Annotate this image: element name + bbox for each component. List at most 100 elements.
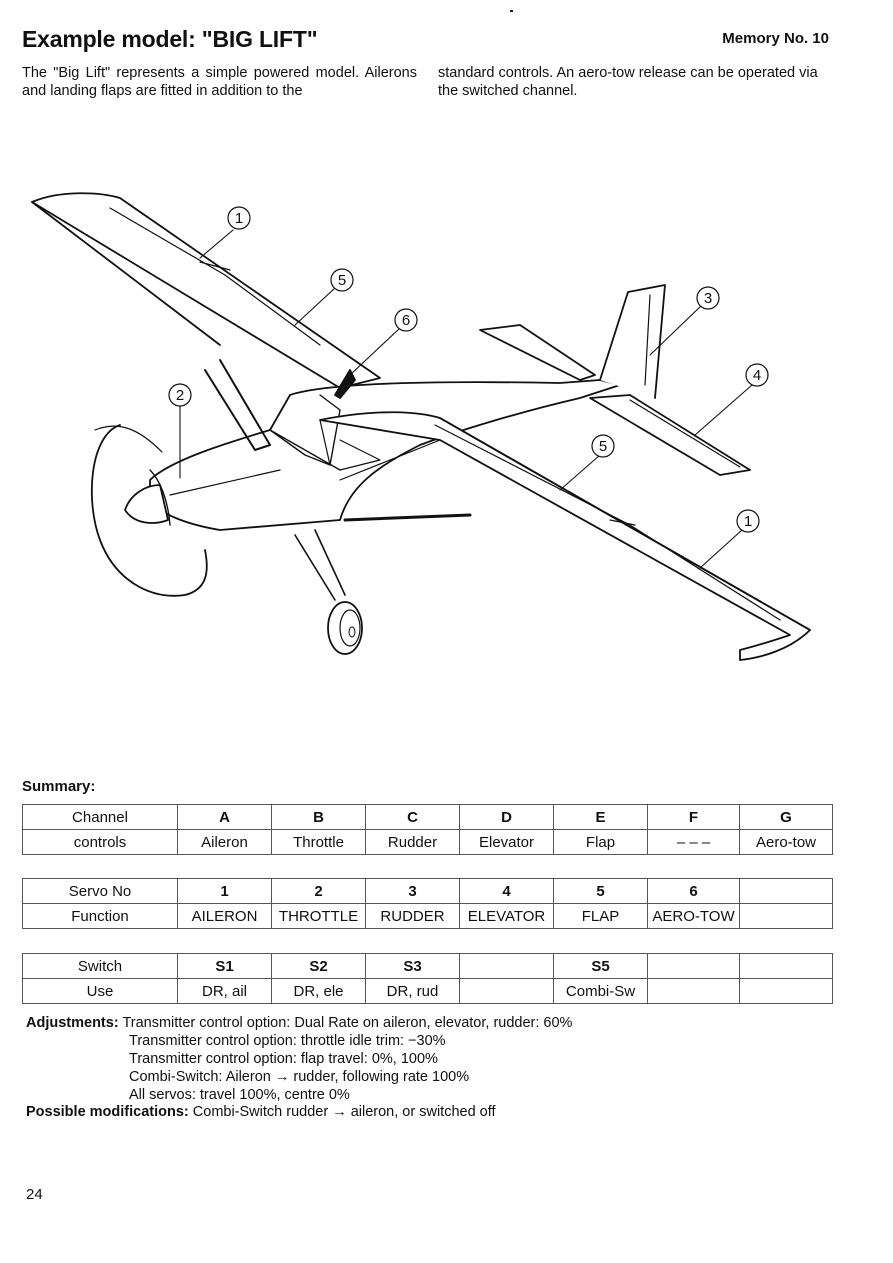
table-cell: Throttle	[271, 829, 366, 855]
table-cell: FLAP	[553, 903, 648, 929]
table-cell: 1	[177, 878, 272, 904]
summary-heading: Summary:	[22, 778, 96, 795]
table-cell: G	[739, 804, 833, 830]
scan-speck	[510, 10, 513, 12]
table-cell: Flap	[553, 829, 648, 855]
callout-circle	[696, 286, 720, 310]
channel-table: Channel A B C D E F G controls Aileron T…	[22, 804, 833, 855]
callout-circle	[330, 268, 354, 292]
table-cell: S3	[365, 953, 460, 979]
adjustment-line: All servos: travel 100%, centre 0%	[129, 1087, 350, 1103]
table-cell: 6	[647, 878, 740, 904]
callout-number: 2	[176, 387, 184, 404]
modifications-text: Combi-Switch rudder → aileron, or switch…	[192, 1104, 496, 1120]
table-cell: 4	[459, 878, 554, 904]
table-cell: DR, ail	[177, 978, 272, 1004]
table-cell: AERO-TOW	[647, 903, 740, 929]
callout-circle	[736, 509, 760, 533]
table-row: Use DR, ail DR, ele DR, rud Combi-Sw	[22, 978, 833, 1004]
table-cell: – – –	[647, 829, 740, 855]
table-cell: E	[553, 804, 648, 830]
table-cell	[647, 953, 740, 979]
table-cell: Combi-Sw	[553, 978, 648, 1004]
propeller	[90, 424, 208, 597]
intro-text-left: The "Big Lift" represents a simple power…	[22, 65, 417, 99]
page-title: Example model: "BIG LIFT"	[22, 26, 318, 52]
page-number: 24	[26, 1186, 43, 1203]
servo-table: Servo No 1 2 3 4 5 6 Function AILERON TH…	[22, 878, 833, 929]
table-cell: D	[459, 804, 554, 830]
wheel	[327, 601, 363, 655]
table-cell: Switch	[22, 953, 178, 979]
adjustment-line: Combi-Switch: Aileron → rudder, followin…	[129, 1069, 470, 1085]
vertical-stabilizer	[599, 284, 666, 399]
table-cell: Channel	[22, 804, 178, 830]
table-row: controls Aileron Throttle Rudder Elevato…	[22, 829, 833, 855]
table-cell	[459, 978, 554, 1004]
horizontal-stabilizer-right	[589, 394, 751, 476]
table-cell: Aileron	[177, 829, 272, 855]
table-cell: A	[177, 804, 272, 830]
table-cell: AILERON	[177, 903, 272, 929]
table-cell	[739, 878, 833, 904]
modifications-label: Possible modifications:	[26, 1104, 189, 1120]
adjustment-line: Transmitter control option: Dual Rate on…	[122, 1015, 573, 1031]
table-cell: DR, ele	[271, 978, 366, 1004]
table-cell: Rudder	[365, 829, 460, 855]
modifications-block: Possible modifications: Combi-Switch rud…	[26, 1104, 496, 1120]
callout-number: 1	[744, 513, 752, 530]
table-cell: Function	[22, 903, 178, 929]
table-cell: S1	[177, 953, 272, 979]
memory-number: Memory No. 10	[722, 30, 829, 47]
callout-number: 4	[753, 367, 761, 384]
table-cell: controls	[22, 829, 178, 855]
callout-number: 5	[338, 272, 346, 289]
table-cell: 3	[365, 878, 460, 904]
right-wing	[319, 411, 811, 661]
table-row: Function AILERON THROTTLE RUDDER ELEVATO…	[22, 903, 833, 929]
horizontal-stabilizer-left	[479, 324, 596, 381]
adjustment-line: Transmitter control option: flap travel:…	[129, 1051, 438, 1067]
table-cell: THROTTLE	[271, 903, 366, 929]
adjustments-label: Adjustments:	[26, 1015, 119, 1031]
table-cell: ELEVATOR	[459, 903, 554, 929]
table-cell: Aero-tow	[739, 829, 833, 855]
table-cell: RUDDER	[365, 903, 460, 929]
callout-number: 1	[235, 210, 243, 227]
callout-circle	[394, 308, 418, 332]
table-row: Servo No 1 2 3 4 5 6	[22, 878, 833, 904]
aero-tow-release	[334, 369, 356, 399]
callout-circle	[591, 434, 615, 458]
table-cell: 2	[271, 878, 366, 904]
adjustments-block: Adjustments: Transmitter control option:…	[26, 1014, 572, 1104]
table-cell	[739, 903, 833, 929]
table-cell	[739, 978, 833, 1004]
table-cell: S5	[553, 953, 648, 979]
callout-number: 3	[704, 290, 712, 307]
fuselage	[149, 379, 621, 531]
table-cell	[459, 953, 554, 979]
table-cell: DR, rud	[365, 978, 460, 1004]
table-cell: F	[647, 804, 740, 830]
callout-circle	[227, 206, 251, 230]
callout-circle	[745, 363, 769, 387]
table-cell: Elevator	[459, 829, 554, 855]
switch-table: Switch S1 S2 S3 S5 Use DR, ail DR, ele D…	[22, 953, 833, 1004]
adjustment-line: Transmitter control option: throttle idl…	[129, 1033, 446, 1049]
table-cell	[739, 953, 833, 979]
airplane-drawing: 1 5 6 2 3 4 5 1	[31, 192, 811, 661]
table-row: Channel A B C D E F G	[22, 804, 833, 830]
table-cell: S2	[271, 953, 366, 979]
table-cell: Use	[22, 978, 178, 1004]
table-cell	[647, 978, 740, 1004]
table-cell: B	[271, 804, 366, 830]
table-cell: Servo No	[22, 878, 178, 904]
callout-number: 5	[599, 438, 607, 455]
spinner	[124, 484, 169, 524]
table-cell: C	[365, 804, 460, 830]
callout-number: 6	[402, 312, 410, 329]
callout-circle	[168, 383, 192, 407]
table-cell: 5	[553, 878, 648, 904]
left-wing	[31, 192, 381, 389]
intro-text-right: standard controls. An aero-tow release c…	[438, 65, 818, 99]
